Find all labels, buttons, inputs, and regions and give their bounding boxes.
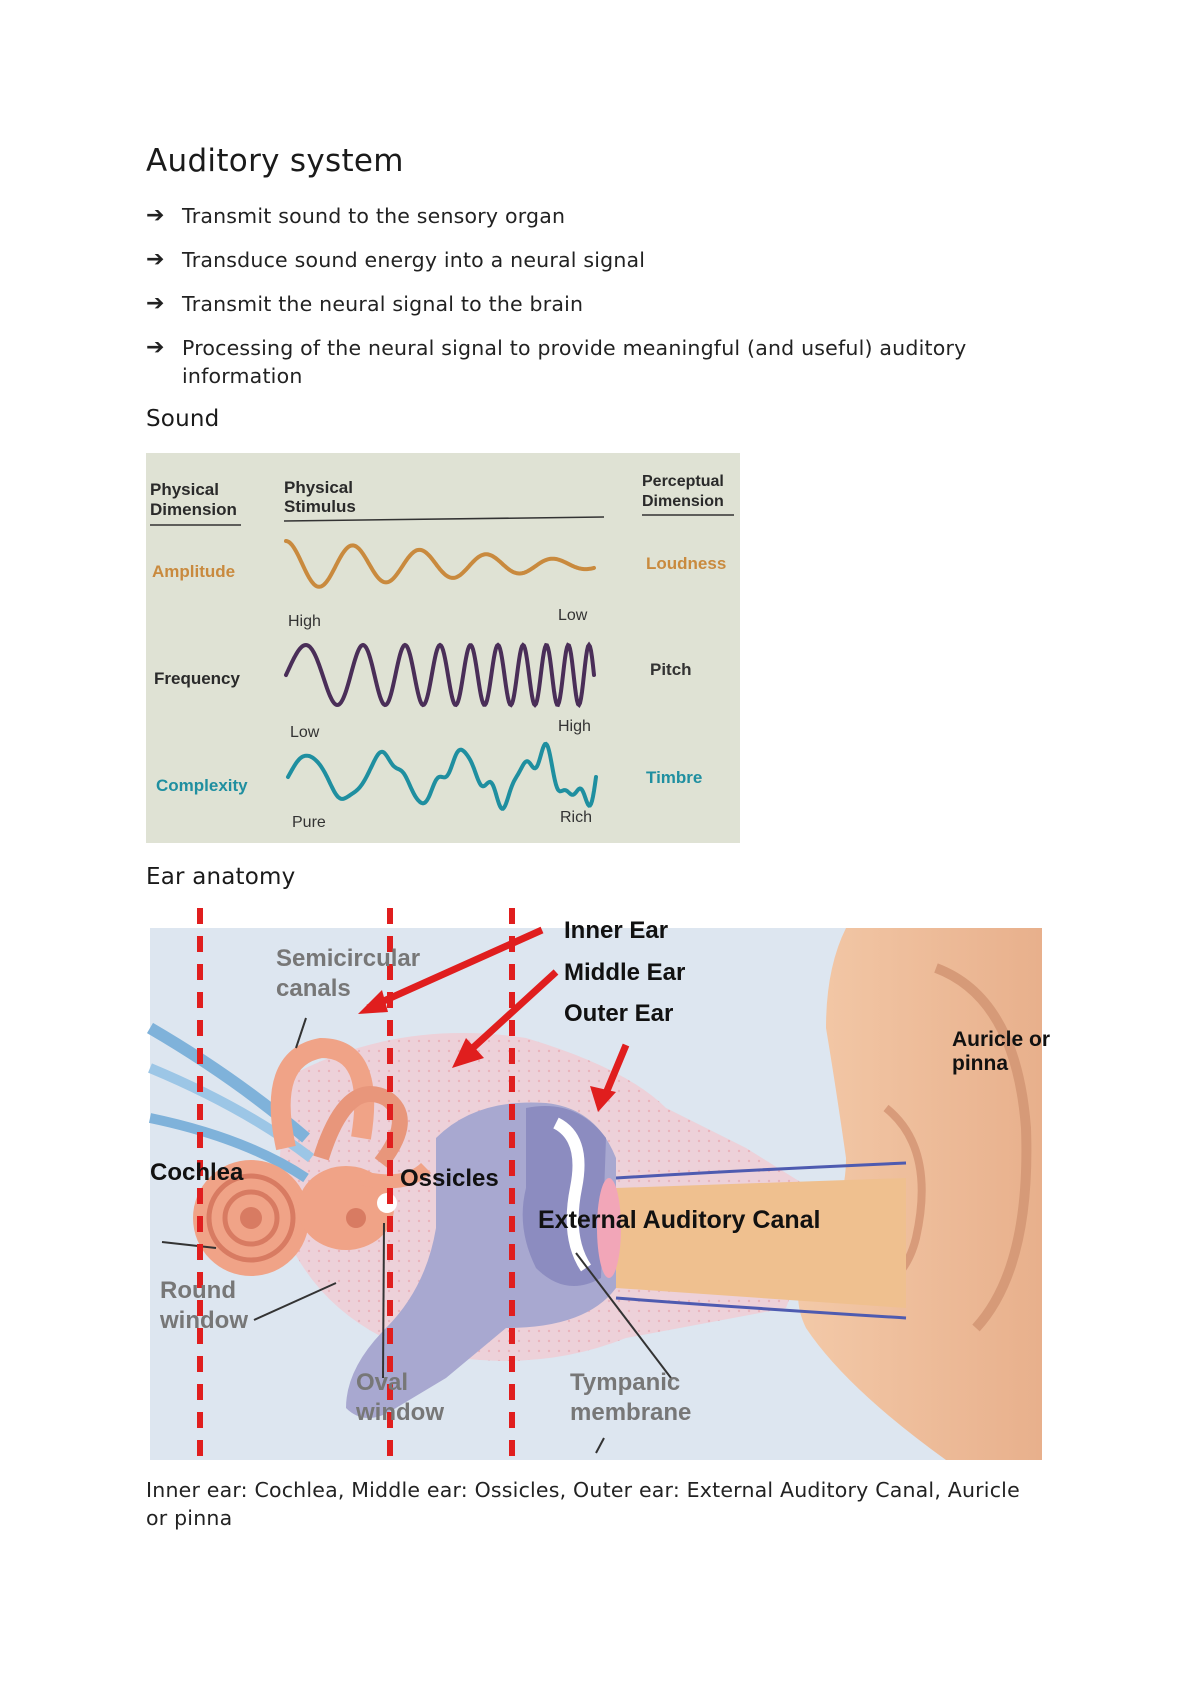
- header-physical-dimension-1: Physical: [150, 480, 219, 499]
- bullet-text: Transmit sound to the sensory organ: [182, 204, 566, 228]
- vestibule-shape: [298, 1166, 394, 1250]
- list-item: ➔ Transmit the neural signal to the brain: [146, 290, 1046, 318]
- pointer-line: [382, 1222, 385, 1379]
- label-inner-ear: Inner Ear: [564, 917, 668, 944]
- semicircular-canal: [313, 1086, 408, 1168]
- page-title: Auditory system: [146, 143, 404, 179]
- bullet-text: Transduce sound energy into a neural sig…: [182, 248, 646, 272]
- list-item: ➔ Processing of the neural signal to prov…: [146, 334, 1046, 390]
- dimension-complexity: Complexity: [156, 776, 248, 795]
- amplitude-wave: [284, 539, 596, 589]
- external-canal-shape: [616, 1178, 906, 1308]
- label-tympanic-2: membrane: [570, 1399, 691, 1426]
- list-item: ➔ Transduce sound energy into a neural si…: [146, 246, 1046, 274]
- inner-ear-arrow: [366, 926, 544, 1012]
- amplitude-right-label: Low: [558, 607, 588, 624]
- perceptual-pitch: Pitch: [650, 660, 692, 679]
- label-outer-ear: Outer Ear: [564, 1000, 673, 1027]
- right-arrow-icon: ➔: [146, 203, 165, 228]
- dimension-amplitude: Amplitude: [152, 562, 235, 581]
- pointer-line: [295, 1017, 307, 1049]
- ossicle-chamber: [522, 1106, 606, 1286]
- label-ossicles: Ossicles: [400, 1165, 499, 1192]
- label-round-window-1: Round: [160, 1277, 236, 1304]
- cochlea-center: [240, 1207, 262, 1229]
- figure-caption: Inner ear: Cochlea, Middle ear: Ossicles…: [146, 1478, 1020, 1530]
- cochlea-coil: [222, 1189, 280, 1247]
- right-arrow-icon: ➔: [146, 291, 165, 316]
- header-physical-stimulus-1: Physical: [284, 478, 353, 497]
- nerve-fibers: [148, 1113, 309, 1183]
- complexity-right-label: Rich: [560, 809, 592, 826]
- arrow-head-icon: [452, 1038, 484, 1068]
- complexity-wave: [286, 741, 598, 811]
- pointer-line: [575, 1252, 672, 1379]
- header-perceptual-dimension-1: Perceptual: [642, 473, 724, 490]
- label-semicircular-1: Semicircular: [276, 945, 420, 972]
- canal-wall: [615, 1296, 907, 1320]
- ear-anatomy-heading: Ear anatomy: [146, 864, 296, 890]
- sound-figure: Physical Dimension Physical Stimulus Per…: [146, 453, 740, 843]
- perceptual-loudness: Loudness: [646, 554, 726, 573]
- right-arrow-icon: ➔: [146, 247, 165, 272]
- pointer-line: [595, 1437, 605, 1454]
- nerve-fibers: [148, 1063, 315, 1162]
- auricle-rim: [934, 963, 1032, 1332]
- header-physical-dimension-2: Dimension: [150, 500, 237, 519]
- cochlea-coil: [206, 1173, 296, 1263]
- tympanic-membrane-shape: [597, 1178, 621, 1278]
- label-tympanic-1: Tympanic: [570, 1369, 680, 1396]
- canal-wall: [615, 1161, 907, 1180]
- middle-ear-arrow: [461, 969, 559, 1059]
- dimension-frequency: Frequency: [154, 669, 241, 688]
- arrow-head-icon: [590, 1086, 616, 1112]
- pointer-line: [161, 1241, 217, 1249]
- label-middle-ear: Middle Ear: [564, 959, 685, 986]
- complexity-left-label: Pure: [292, 814, 326, 831]
- header-rule: [283, 516, 605, 522]
- label-auricle-2: pinna: [952, 1052, 1008, 1075]
- bullet-text: Processing of the neural signal to provi…: [182, 336, 967, 388]
- frequency-right-label: High: [558, 718, 591, 735]
- outer-ear-arrow: [600, 1043, 630, 1100]
- sound-heading: Sound: [146, 406, 220, 432]
- header-perceptual-dimension-2: Dimension: [642, 493, 724, 510]
- label-oval-window-2: window: [355, 1399, 444, 1426]
- label-external-auditory-canal: External Auditory Canal: [538, 1206, 820, 1234]
- list-item: ➔ Transmit sound to the sensory organ: [146, 202, 1046, 230]
- bullet-list: ➔ Transmit sound to the sensory organ ➔ Tr…: [146, 202, 1046, 406]
- frequency-wave: [284, 641, 596, 708]
- round-window-shape: [346, 1208, 366, 1228]
- label-auricle-1: Auricle or: [952, 1028, 1050, 1051]
- semicircular-canal: [359, 1162, 431, 1189]
- label-oval-window-1: Oval: [356, 1369, 408, 1396]
- arrow-head-icon: [358, 990, 388, 1014]
- label-semicircular-2: canals: [276, 975, 351, 1002]
- label-cochlea: Cochlea: [150, 1159, 244, 1186]
- frequency-left-label: Low: [290, 724, 320, 741]
- ear-anatomy-figure: Inner Ear Middle Ear Outer Ear Semicircu…: [146, 908, 1050, 1460]
- perceptual-timbre: Timbre: [646, 768, 702, 787]
- amplitude-left-label: High: [288, 613, 321, 630]
- bullet-text: Transmit the neural signal to the brain: [182, 292, 584, 316]
- pointer-line: [253, 1282, 337, 1321]
- header-physical-stimulus-2: Stimulus: [284, 497, 356, 516]
- ossicle-bones: [552, 1117, 592, 1272]
- label-round-window-2: window: [159, 1307, 248, 1334]
- right-arrow-icon: ➔: [146, 335, 165, 360]
